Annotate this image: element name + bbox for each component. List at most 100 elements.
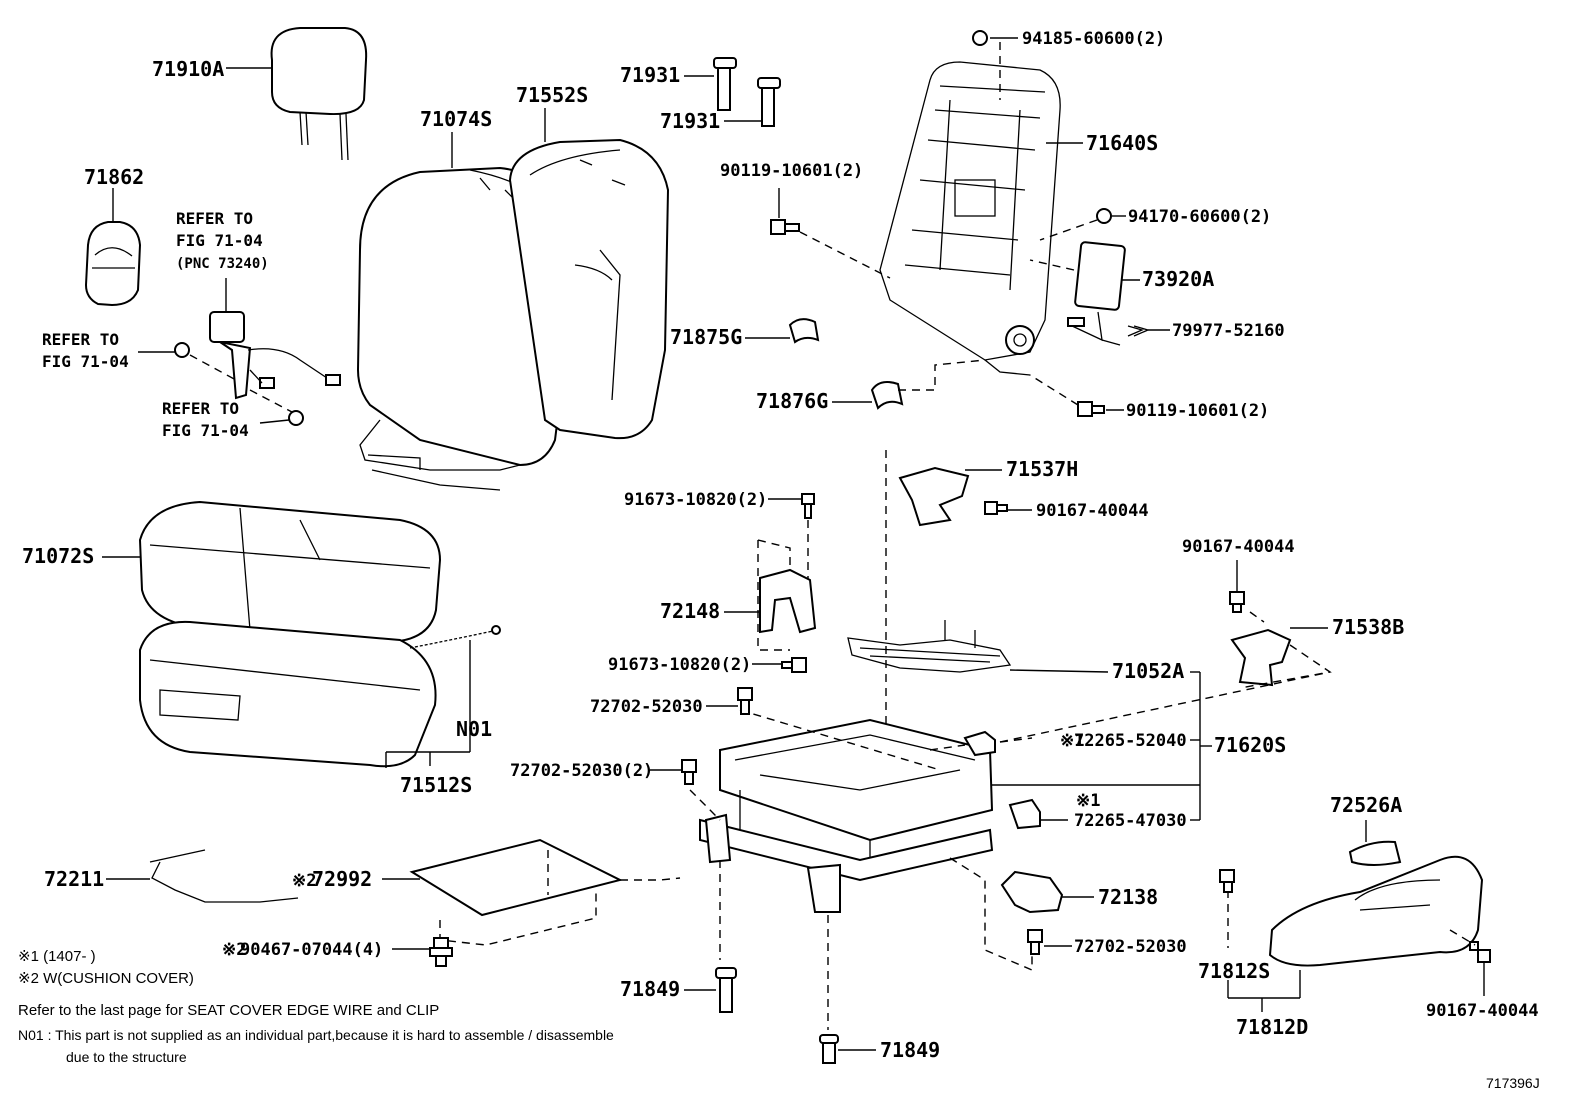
clip-90467 — [429, 937, 453, 967]
screw-90167-a — [984, 501, 1008, 515]
mark-72992: ※2 — [292, 871, 316, 891]
connector-79977 — [1127, 325, 1150, 337]
bolt-72702-b — [681, 759, 697, 785]
refer-text-2b: FIG 71-04 — [42, 352, 129, 371]
figure-id: 717396J — [1486, 1075, 1540, 1091]
cover-71876G — [870, 381, 904, 410]
pin-71849-upper — [715, 967, 737, 1013]
label-71812S: 71812S — [1198, 959, 1270, 983]
bracket-72148 — [757, 539, 817, 651]
label-72265-a: 72265-52040 — [1074, 731, 1187, 751]
airbag-73920A — [1067, 241, 1126, 346]
mark-72265-a: ※1 — [1060, 731, 1084, 751]
refer-text-3a: REFER TO — [162, 399, 239, 418]
side-cover-71812S — [1268, 855, 1484, 967]
pad-72992 — [409, 838, 623, 917]
label-90467: 90467-07044(4) — [240, 940, 383, 960]
seatback-rear — [508, 138, 670, 440]
label-90167-a: 90167-40044 — [1036, 501, 1149, 521]
footnote-5: due to the structure — [66, 1049, 187, 1065]
seat-belt-buckle — [209, 311, 341, 400]
label-71875G: 71875G — [670, 325, 742, 349]
screw-90167-b — [1229, 591, 1245, 613]
label-71910A: 71910A — [152, 57, 224, 81]
label-71552S: 71552S — [516, 83, 588, 107]
nut-94185 — [972, 30, 988, 46]
bolt-90119-upper — [770, 219, 800, 235]
label-71620S: 71620S — [1214, 733, 1286, 757]
label-94170: 94170-60600(2) — [1128, 207, 1271, 227]
pin-71849-lower — [819, 1034, 839, 1064]
label-71849-a: 71849 — [620, 977, 680, 1001]
label-71876G: 71876G — [756, 389, 828, 413]
label-91673-a: 91673-10820(2) — [624, 490, 767, 510]
seat-cushion-pad — [138, 500, 442, 644]
bolt-72702-a — [737, 687, 753, 715]
label-72138: 72138 — [1098, 885, 1158, 909]
cover-71538B — [1230, 628, 1292, 687]
label-72148: 72148 — [660, 599, 720, 623]
footnote-2: ※2 W(CUSHION COVER) — [18, 970, 194, 987]
label-71538B: 71538B — [1332, 615, 1404, 639]
screw-90167-c — [1469, 941, 1491, 963]
bracket-72265-a — [963, 730, 996, 757]
label-71640S: 71640S — [1086, 131, 1158, 155]
headrest-guides — [713, 57, 781, 127]
label-71931-a: 71931 — [620, 63, 680, 87]
label-79977: 79977-52160 — [1172, 321, 1285, 341]
cover-71537H — [898, 466, 970, 527]
label-72211: 72211 — [44, 867, 104, 891]
bolt-72702-c — [1027, 929, 1043, 955]
label-91673-b: 91673-10820(2) — [608, 655, 751, 675]
label-90167-b: 90167-40044 — [1182, 537, 1295, 557]
label-72265-b: 72265-47030 — [1074, 811, 1187, 831]
label-71512S: 71512S — [400, 773, 472, 797]
label-71537H: 71537H — [1006, 457, 1078, 481]
label-71052A: 71052A — [1112, 659, 1184, 683]
label-71072S: 71072S — [22, 544, 94, 568]
nut-94170 — [1096, 208, 1112, 224]
seat-frame — [699, 718, 994, 913]
bolt-91673-a — [801, 493, 815, 519]
label-72702-b: 72702-52030(2) — [510, 761, 653, 781]
label-73920A: 73920A — [1142, 267, 1214, 291]
label-90119-b: 90119-10601(2) — [1126, 401, 1269, 421]
refer-text-1c: (PNC 73240) — [176, 256, 269, 272]
spring-71052A — [847, 620, 1012, 673]
bracket-72265-b — [1008, 798, 1041, 830]
seat-cushion-cover — [139, 620, 437, 768]
refer-text-2a: REFER TO — [42, 330, 119, 349]
label-71849-b: 71849 — [880, 1038, 940, 1062]
cover-72526A — [1348, 840, 1402, 866]
wire-72211 — [149, 849, 299, 903]
label-72702-a: 72702-52030 — [590, 697, 703, 717]
label-72702-c: 72702-52030 — [1074, 937, 1187, 957]
mark-90467: ※2 — [222, 940, 246, 960]
label-72526A: 72526A — [1330, 793, 1402, 817]
label-72992: 72992 — [312, 867, 372, 891]
refer-text-1a: REFER TO — [176, 209, 253, 228]
label-71862: 71862 — [84, 165, 144, 189]
label-94185: 94185-60600(2) — [1022, 29, 1165, 49]
mark-72265-b: ※1 — [1076, 791, 1100, 811]
bolt-90119-lower — [1077, 401, 1105, 417]
cover-72138 — [1000, 870, 1064, 914]
seatback-frame — [879, 61, 1061, 376]
label-71074S: 71074S — [420, 107, 492, 131]
headrest-part — [270, 27, 368, 161]
bolt-91673-b — [781, 657, 807, 673]
71862-part — [84, 221, 142, 307]
footnote-1: ※1 (1407- ) — [18, 948, 96, 965]
label-N01: N01 — [456, 717, 492, 741]
footnote-3: Refer to the last page for SEAT COVER ED… — [18, 1002, 439, 1019]
refer-text-3b: FIG 71-04 — [162, 421, 249, 440]
screw-71812S — [1219, 869, 1235, 893]
footnote-4: N01 : This part is not supplied as an in… — [18, 1027, 614, 1043]
label-90119-a: 90119-10601(2) — [720, 161, 863, 181]
cover-71875G — [788, 318, 820, 344]
wire-n01 — [409, 629, 499, 649]
label-90167-c: 90167-40044 — [1426, 1001, 1539, 1021]
label-71931-b: 71931 — [660, 109, 720, 133]
label-71812D: 71812D — [1236, 1015, 1308, 1039]
